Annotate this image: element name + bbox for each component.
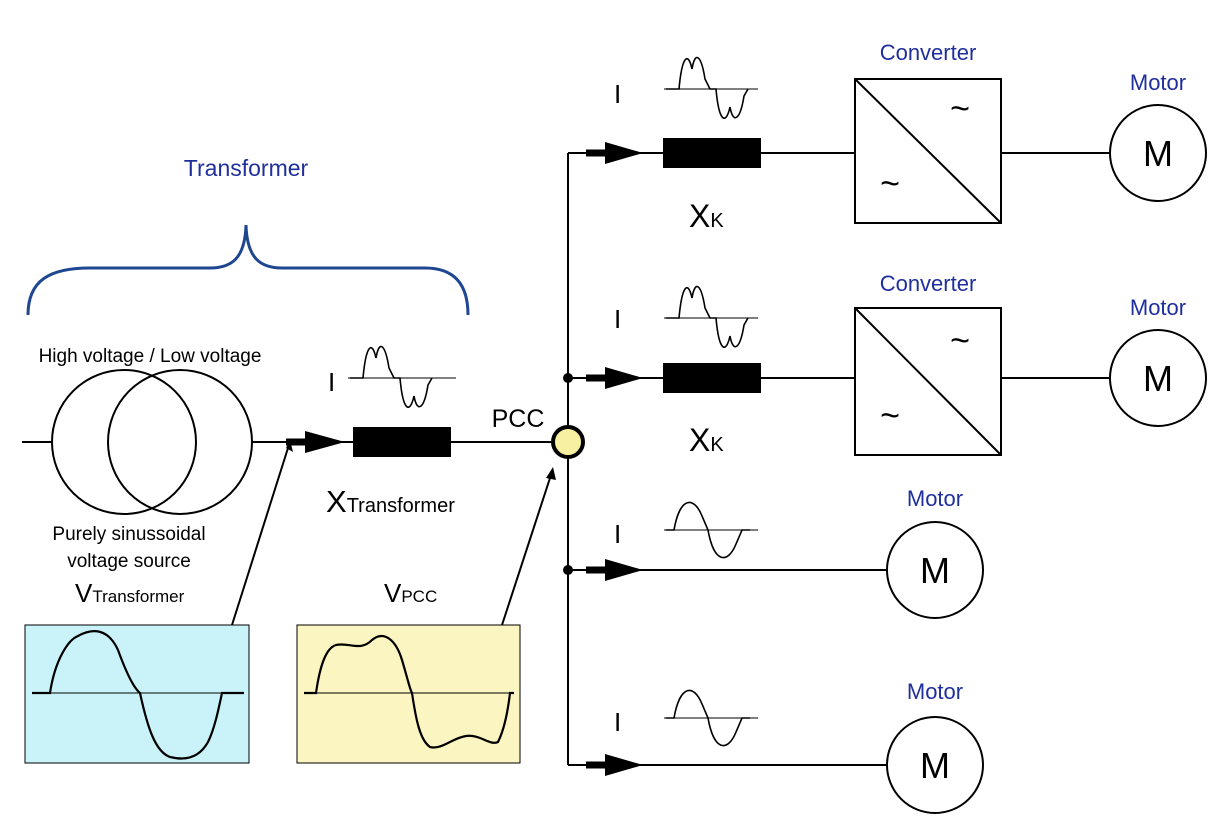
transformer-reactance-block — [353, 427, 451, 457]
branch1-converter-divider — [854, 78, 1002, 224]
v-pcc-pointer-head — [546, 467, 556, 480]
branch2-converter-ac-out: ~ — [950, 322, 970, 360]
branch3-current-label: I — [614, 519, 621, 549]
branch2-current-arrow — [605, 367, 643, 389]
branch1-converter-ac-in: ~ — [880, 165, 900, 203]
v-pcc-waveform-box — [296, 624, 521, 764]
branch1-motor — [1109, 104, 1207, 202]
pcc-node — [551, 425, 585, 459]
branch1-motor-label: Motor — [1130, 70, 1186, 95]
v-transformer-pointer — [231, 447, 289, 626]
branch3-motor-symbol: M — [920, 550, 950, 591]
branch3-motor — [886, 521, 984, 619]
branch2-xk-label: XK — [689, 422, 724, 458]
branch1-current-arrow — [605, 142, 643, 164]
v-pcc-label: VPCC — [384, 578, 437, 608]
transformer-secondary-coil — [107, 369, 253, 515]
transformer-brace — [26, 224, 470, 316]
branch3-current-waveform — [666, 501, 750, 559]
branch2-current-label: I — [614, 304, 621, 334]
feeder-current-arrow — [305, 431, 345, 453]
branch4-motor-label: Motor — [907, 679, 963, 704]
v-transformer-waveform — [32, 630, 244, 760]
v-transformer-pointer-head — [286, 440, 293, 452]
branch2-motor — [1109, 329, 1207, 427]
branch2-motor-symbol: M — [1143, 358, 1173, 399]
branch2-motor-label: Motor — [1130, 295, 1186, 320]
branch2-current-waveform — [666, 285, 749, 348]
branch1-current-label: I — [614, 79, 621, 109]
branch2-converter-ac-in: ~ — [880, 397, 900, 435]
branch2-converter-divider — [854, 307, 1002, 456]
branch1-converter-ac-out: ~ — [950, 90, 970, 128]
hv-lv-label: High voltage / Low voltage — [39, 346, 262, 367]
source-description-line2: voltage source — [67, 551, 191, 572]
v-pcc-waveform — [304, 635, 514, 749]
branch4-motor — [886, 716, 984, 814]
branch4-current-label: I — [614, 707, 621, 737]
branch4-motor-symbol: M — [920, 745, 950, 786]
branch1-current-waveform — [666, 56, 749, 119]
branch1-xk-label: XK — [689, 198, 724, 234]
branch2-converter-label: Converter — [880, 271, 977, 296]
v-transformer-waveform-box — [24, 624, 250, 764]
branch3-motor-label: Motor — [907, 486, 963, 511]
branch4-current-waveform — [666, 689, 750, 747]
branch1-converter-label: Converter — [880, 40, 977, 65]
source-description-line1: Purely sinussoidal — [52, 524, 205, 545]
branch3-current-arrow — [605, 559, 643, 581]
branch4-current-arrow — [605, 754, 643, 776]
pcc-label: PCC — [492, 405, 545, 433]
branch2-reactance-block — [663, 363, 761, 393]
v-pcc-pointer — [501, 477, 551, 626]
transformer-primary-coil — [51, 369, 197, 515]
branch1-reactance-block — [663, 138, 761, 168]
feeder-current-waveform — [350, 345, 433, 408]
x-transformer-label: XTransformer — [326, 484, 455, 519]
branch1-motor-symbol: M — [1143, 133, 1173, 174]
feeder-current-label: I — [328, 367, 335, 397]
v-transformer-label: VTransformer — [75, 578, 185, 608]
transformer-label: Transformer — [184, 155, 309, 181]
